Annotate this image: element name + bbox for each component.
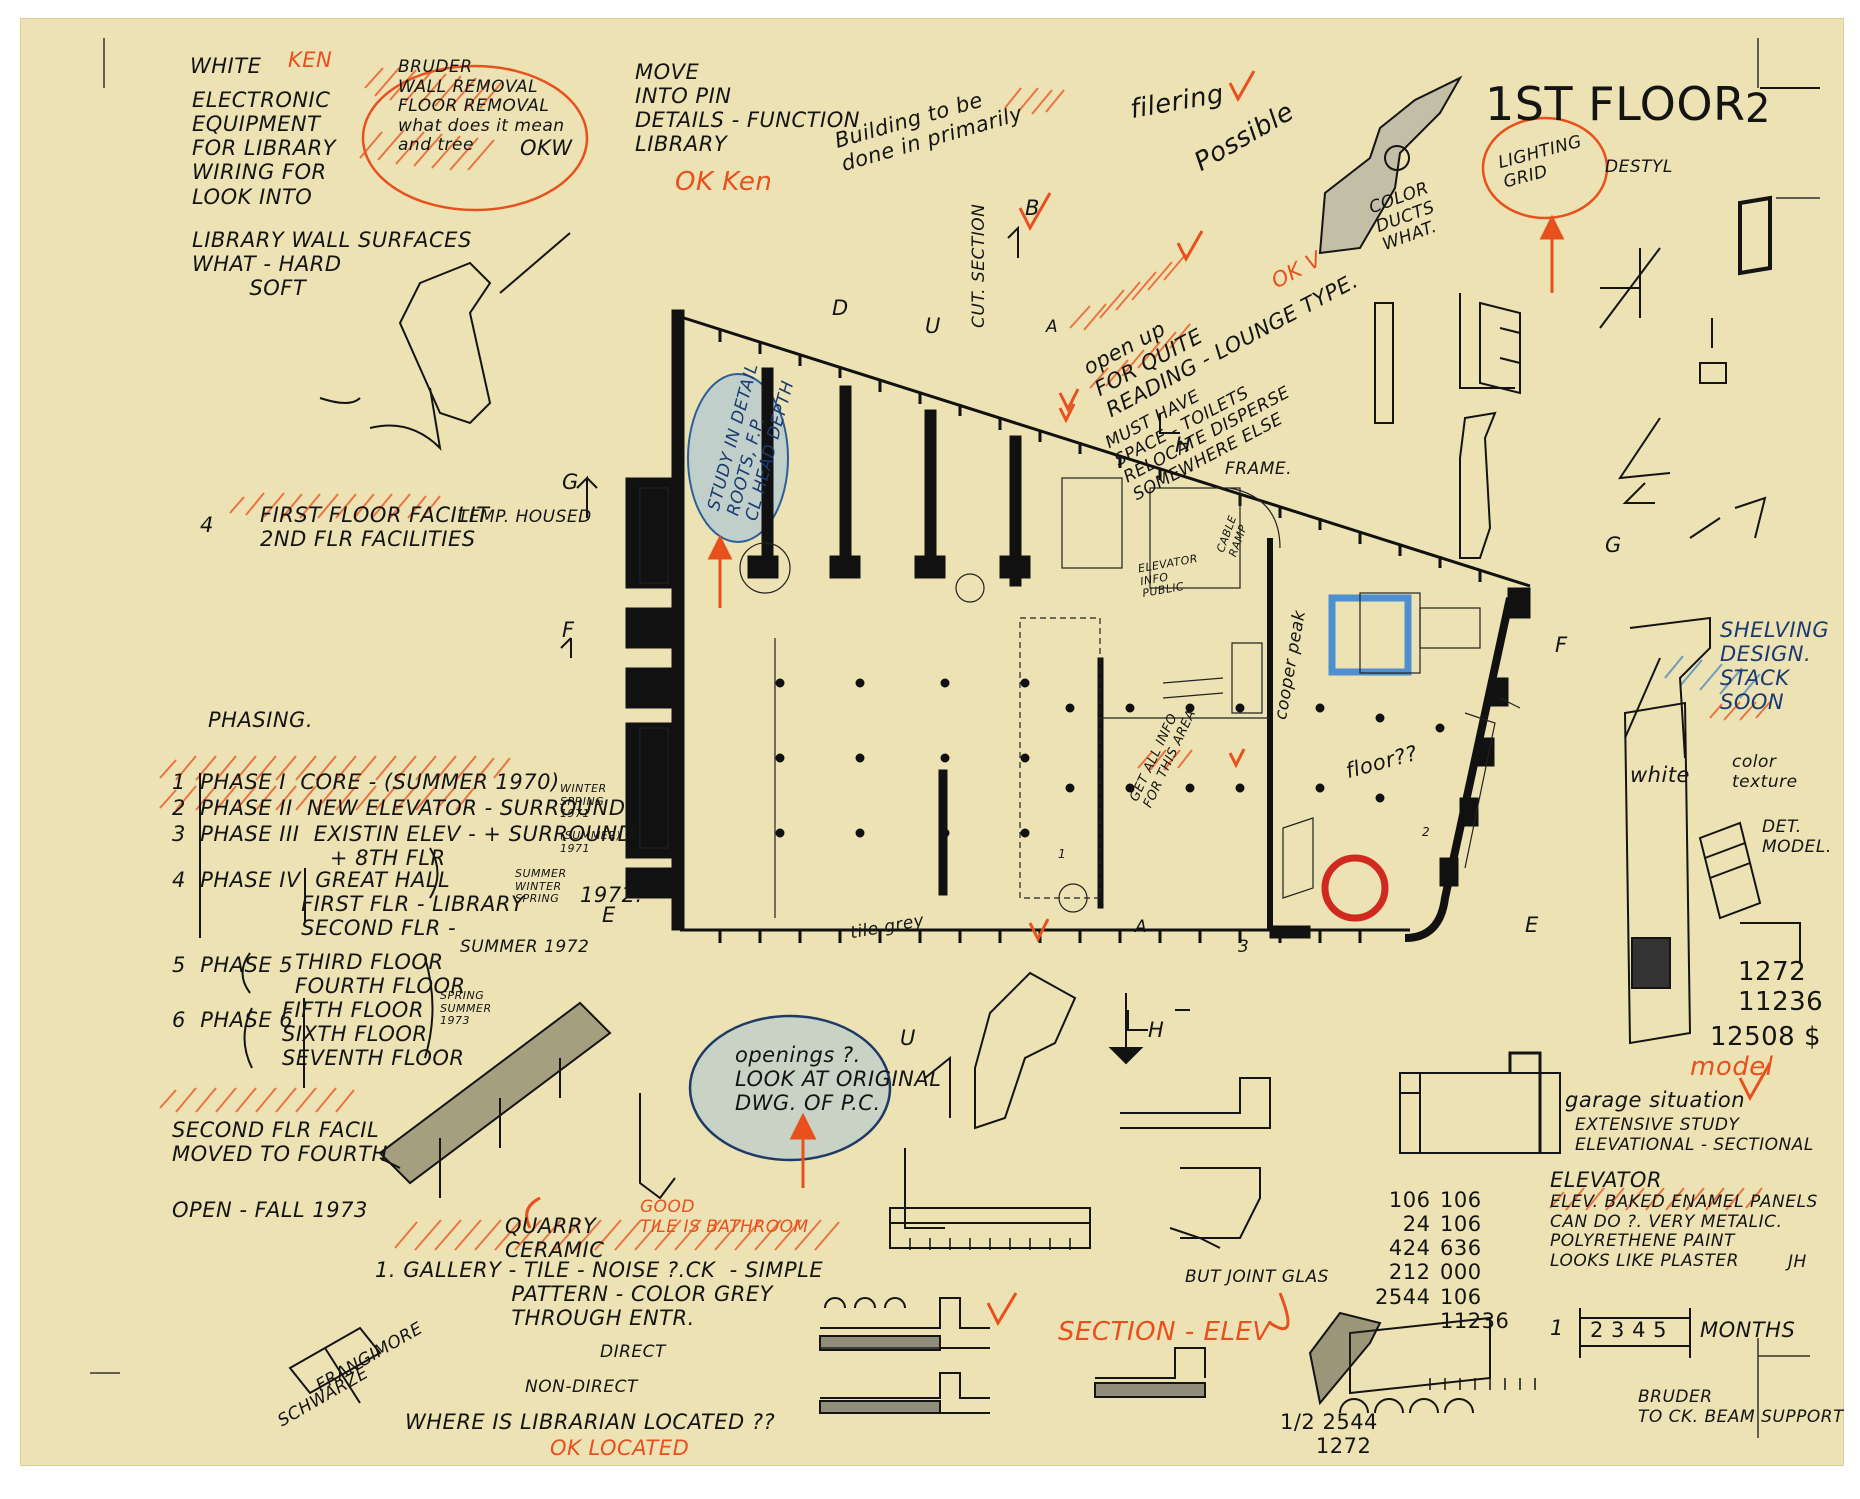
- note-non-direct: NON-DIRECT: [525, 1377, 638, 1397]
- note-section-elev: SECTION - ELEV: [1058, 1317, 1271, 1347]
- note-elevator-title: ELEVATOR: [1550, 1168, 1662, 1192]
- marker-h-top: H: [1175, 433, 1192, 457]
- detail-sketches: [199, 75, 1820, 1414]
- orange-hatching: [159, 67, 1771, 1251]
- note-ok-located: OK LOCATED: [550, 1436, 690, 1460]
- marker-f-left: F: [562, 618, 575, 642]
- marker-b: B: [1025, 196, 1040, 220]
- marker-u-top: U: [925, 314, 941, 338]
- note-okw: OKW: [520, 136, 573, 160]
- note-phase-3-date: (SUMMER) 1971: [560, 829, 622, 855]
- circle-four: 4: [200, 513, 214, 537]
- note-phase-4: 4 PHASE IV GREAT HALL FIRST FLR - LIBRAR…: [172, 868, 525, 941]
- note-destyl: DESTYL: [1605, 157, 1673, 177]
- marker-2: 2: [1422, 825, 1431, 839]
- note-phase-2: 2 PHASE II NEW ELEVATOR - SURROUND: [172, 796, 626, 820]
- note-ken: KEN: [288, 48, 333, 72]
- marker-a-top: A: [1046, 317, 1059, 337]
- note-math-left: 106 24 424 212 2544: [1375, 1188, 1431, 1309]
- note-temp-housed: TEMP. HOUSED: [458, 507, 592, 527]
- note-phase-6-floors: FIFTH FLOOR SIXTH FLOOR SEVENTH FLOOR: [282, 998, 465, 1071]
- orange-arrows: [707, 214, 1565, 1188]
- note-librarian: WHERE IS LIBRARIAN LOCATED ??: [405, 1410, 776, 1434]
- note-model: model: [1690, 1052, 1774, 1082]
- note-frame: FRAME.: [1225, 459, 1293, 479]
- note-phase-5-floors: THIRD FLOOR FOURTH FLOOR: [295, 950, 466, 999]
- note-elevator-body: ELEV. BAKED ENAMEL PANELS CAN DO ?. VERY…: [1550, 1192, 1818, 1271]
- note-shelving: SHELVING DESIGN. STACK SOON: [1720, 618, 1830, 715]
- note-library-walls: LIBRARY WALL SURFACES WHAT - HARD SOFT: [192, 228, 472, 301]
- note-bruder-beam: BRUDER TO CK. BEAM SUPPORT: [1638, 1387, 1844, 1427]
- note-electronic-equipment: ELECTRONIC EQUIPMENT FOR LIBRARY WIRING …: [192, 88, 337, 209]
- note-months-numbers: 2 3 4 5: [1590, 1318, 1667, 1342]
- note-tile-bathroom: GOOD TILE IS BATHROOM: [640, 1197, 809, 1237]
- note-white: WHITE: [190, 54, 262, 78]
- orange-check-marks: [525, 70, 1772, 1331]
- note-phasing: PHASING.: [208, 708, 314, 732]
- note-gallery-materials: QUARRY CERAMIC: [505, 1214, 605, 1263]
- note-phase-6-date: SPRING SUMMER 1973: [440, 989, 492, 1028]
- marker-e-right: E: [1525, 913, 1539, 937]
- drawing-sheet: 2 1ST FLOOR WHITE KEN ELECTRONIC EQUIPME…: [20, 18, 1844, 1466]
- note-open-fall: OPEN - FALL 1973: [172, 1198, 368, 1222]
- page-number: 2: [1745, 86, 1771, 132]
- note-butt-joint: BUT JOINT GLAS: [1185, 1267, 1329, 1287]
- marker-3: 3: [1238, 937, 1250, 957]
- note-bottom-math: 1/2 2544 1272: [1280, 1410, 1378, 1459]
- marker-g-right: G: [1605, 533, 1622, 557]
- note-bruder: BRUDER WALL REMOVAL FLOOR REMOVAL what d…: [398, 57, 565, 156]
- marker-1: 1: [1058, 847, 1067, 861]
- marker-a-bottom: A: [1135, 917, 1148, 937]
- plan-artwork: [90, 38, 1820, 1438]
- note-color-texture: color texture: [1732, 752, 1798, 792]
- note-phase-5: 5 PHASE 5: [172, 953, 294, 977]
- note-phase-4-date: SUMMER WINTER SPRING: [515, 867, 567, 906]
- note-second-flr-facil: SECOND FLR FACIL MOVED TO FOURTH: [172, 1118, 388, 1167]
- marker-e-left: E: [602, 903, 616, 927]
- note-det-model: DET. MODEL.: [1762, 817, 1832, 857]
- note-sum-total: 12508 $: [1710, 1022, 1822, 1052]
- note-cut-section: CUT. SECTION: [969, 203, 989, 328]
- note-openings: openings ?. LOOK AT ORIGINAL DWG. OF P.C…: [735, 1043, 942, 1116]
- marker-g-left: G: [562, 470, 579, 494]
- note-phase-1: 1 PHASE I CORE - (SUMMER 1970): [172, 770, 560, 794]
- marker-u-bottom: U: [900, 1026, 916, 1050]
- note-ok-ken: OK Ken: [675, 167, 773, 197]
- note-sum-top: 1272 11236: [1738, 957, 1824, 1017]
- orange-circles: [361, 64, 1609, 220]
- note-phase-3: 3 PHASE III EXISTIN ELEV - + SURROUND + …: [172, 822, 635, 871]
- marker-h-bottom: H: [1148, 1018, 1165, 1042]
- sheet-title: 1ST FLOOR: [1485, 77, 1746, 131]
- marker-f-right: F: [1555, 633, 1568, 657]
- note-white-label: white: [1630, 763, 1690, 787]
- marker-d-top: D: [832, 296, 849, 320]
- note-months: MONTHS: [1700, 1318, 1796, 1342]
- floor-plan: [625, 309, 1531, 943]
- note-extensive-study: EXTENSIVE STUDY ELEVATIONAL - SECTIONAL: [1575, 1115, 1814, 1155]
- note-months-circle: 1: [1550, 1316, 1564, 1340]
- note-gallery: 1. GALLERY - TILE - NOISE ?.CK - SIMPLE …: [375, 1258, 824, 1331]
- note-math-right: 106 106 636 000 106 11236: [1440, 1188, 1510, 1333]
- note-summer-1972: SUMMER 1972: [460, 937, 590, 957]
- note-move-into-pin: MOVE INTO PIN DETAILS - FUNCTION LIBRARY: [635, 60, 860, 157]
- note-phase-6: 6 PHASE 6: [172, 1008, 294, 1032]
- note-direct: DIRECT: [600, 1342, 666, 1362]
- note-phase-2-date: WINTER SPRING 1971: [560, 782, 607, 821]
- note-initials: JH: [1788, 1252, 1807, 1272]
- note-garage-situation: garage situation: [1565, 1088, 1746, 1112]
- crop-marks: [90, 38, 1820, 1438]
- note-year-1972: 1972.: [580, 883, 643, 907]
- red-circle-mark: [1321, 854, 1389, 922]
- note-first-floor-facil: FIRST FLOOR FACILIT 2ND FLR FACILITIES: [260, 503, 490, 552]
- plan-thin-lines: [639, 477, 1521, 918]
